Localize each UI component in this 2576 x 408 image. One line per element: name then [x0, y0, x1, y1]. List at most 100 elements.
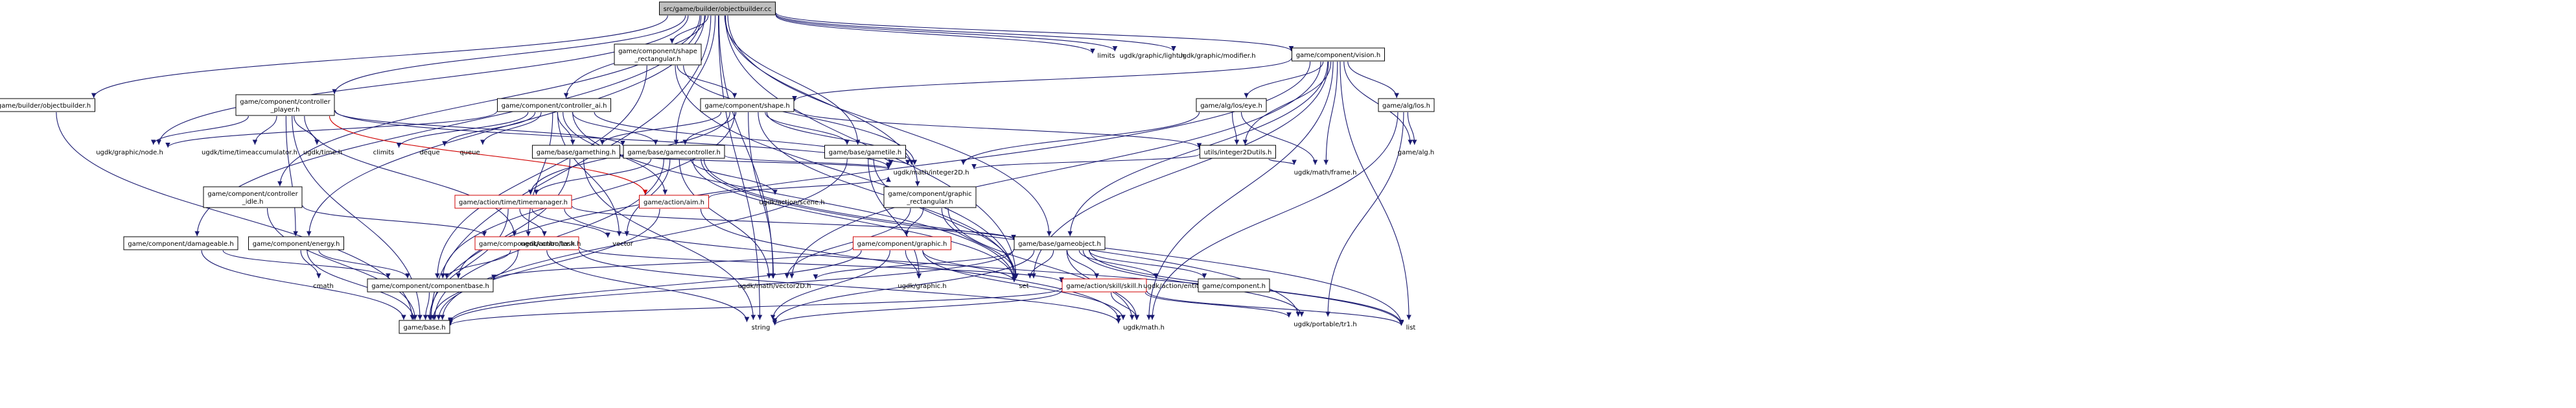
node-box [659, 1, 776, 16]
node-box [700, 98, 795, 112]
graph-node-energy[interactable]: game/component/energy.h [248, 236, 344, 250]
graph-node-controller-h[interactable]: game/component/controller.h [474, 236, 579, 250]
node-box [1378, 98, 1435, 112]
node-label: _rectangular.h [906, 198, 953, 206]
node-label: limits [1097, 53, 1115, 60]
edge-controller-h-to-compbase [444, 250, 511, 279]
graph-node-skill-h[interactable]: game/action/skill/skill.h [1062, 278, 1147, 293]
node-label: ugdk/action/scene.h [759, 199, 824, 206]
graph-node-ctrl-idle[interactable]: game/component/controller_idle.h [203, 186, 303, 208]
graph-node-list: list [1406, 324, 1416, 331]
graph-node-compbase[interactable]: game/component/componentbase.h [367, 278, 494, 293]
graph-node-int2dutils[interactable]: utils/integer2Dutils.h [1200, 145, 1276, 159]
graph-node-gametile[interactable]: game/base/gametile.h [824, 145, 906, 159]
node-label: game/action/aim.h [644, 199, 704, 206]
edge-los-h-to-tr1-h [1325, 112, 1404, 317]
graph-node-aim-h[interactable]: game/action/aim.h [639, 195, 709, 209]
graph-node-damageable[interactable]: game/component/damageable.h [123, 236, 238, 250]
node-label: ugdk/math/frame.h [1294, 169, 1357, 176]
node-label: deque [419, 149, 439, 156]
edge-ctrl-player-to-aim-h [329, 115, 648, 195]
node-label: game/action/time/timemanager.h [459, 199, 568, 206]
graph-node-gamectrl[interactable]: game/base/gamecontroller.h [623, 145, 725, 159]
graph-node-vision[interactable]: game/component/vision.h [1292, 47, 1385, 62]
node-label: game/alg/los.h [1382, 102, 1430, 110]
graph-node-comp-h[interactable]: game/component.h [1198, 278, 1270, 293]
edge-vision-to-alg-h [1343, 61, 1413, 145]
node-label: ugdk/math.h [1123, 324, 1165, 331]
edge-gametile-to-int2d [888, 158, 911, 165]
node-label: cmath [313, 283, 334, 290]
node-label: ugdk/graphic/modifier.h [1178, 53, 1255, 60]
edge-root-to-shape-rect [669, 15, 709, 44]
node-label: ugdk/time/timeaccumulator.h [202, 149, 297, 156]
edge-ctrl-player-to-time-h [294, 115, 319, 145]
edge-gameobject-to-vector2d [813, 250, 1014, 280]
edge-energy-to-base-h [307, 250, 416, 320]
node-box [1200, 145, 1276, 159]
node-box [853, 236, 951, 250]
node-label: queue [459, 149, 480, 156]
edge-damageable-to-base-h [201, 250, 406, 320]
node-box [474, 236, 579, 250]
node-label: game/base/gametile.h [829, 149, 901, 156]
node-label: vector [612, 241, 634, 248]
node-label: game/component/controller.h [479, 241, 575, 248]
graph-node-light: ugdk/graphic/light.h [1120, 53, 1185, 60]
edge-vision-to-frame-h [1323, 61, 1338, 165]
edge-controller-h-to-skill-h [579, 246, 1064, 283]
node-label: ugdk/graphic/node.h [96, 149, 163, 156]
graph-node-ctrl-player[interactable]: game/component/controller_player.h [235, 94, 335, 116]
graph-node-node-h: ugdk/graphic/node.h [96, 149, 163, 156]
graph-node-gamething[interactable]: game/base/gamething.h [532, 145, 620, 159]
node-box [883, 186, 977, 208]
edge-int2dutils-to-int2d [971, 154, 1200, 170]
node-box [367, 278, 494, 293]
node-box [203, 186, 303, 208]
edge-root-to-ctrl-player [332, 15, 686, 95]
edge-graphic-rect-to-ugdkmath [947, 208, 1135, 320]
edge-root-to-limits [775, 15, 1095, 54]
graph-node-root[interactable]: src/game/builder/objectbuilder.cc [659, 1, 776, 16]
edge-graphic-rect-to-vector2d [784, 208, 911, 279]
edge-ctrl-player-to-timeacc [252, 115, 277, 145]
node-label: climits [373, 149, 395, 156]
node-box [824, 145, 906, 159]
edge-ctrl-ai-to-climits [396, 112, 529, 148]
node-label: game/base/gameobject.h [1018, 241, 1101, 248]
node-box [1062, 278, 1147, 293]
node-label: game/alg/los/eye.h [1200, 102, 1262, 110]
graph-node-ctrl-ai[interactable]: game/component/controller_ai.h [497, 98, 611, 112]
graph-node-graphic-rect[interactable]: game/component/graphic_rectangular.h [883, 186, 977, 208]
edge-gameobject-to-skill-h [1067, 250, 1100, 279]
graph-node-gameobject[interactable]: game/base/gameobject.h [1014, 236, 1106, 250]
graph-node-shape-rect[interactable]: game/component/shape_rectangular.h [614, 43, 702, 66]
graph-node-cmath: cmath [313, 283, 334, 290]
graph-node-shape-h[interactable]: game/component/shape.h [700, 98, 795, 112]
graph-node-deque: deque [419, 149, 439, 156]
node-box [1014, 236, 1106, 250]
edge-gameobject-to-base-h [448, 249, 1014, 324]
edge-controller-h-to-string [546, 250, 750, 322]
edge-shape-rect-to-compbase [435, 65, 647, 279]
graph-node-timemanager[interactable]: game/action/time/timemanager.h [454, 195, 572, 209]
edge-eye-h-to-int2dutils [1231, 112, 1240, 145]
graph-node-graphic-h[interactable]: game/component/graphic.h [853, 236, 951, 250]
graph-node-objbuilder-h[interactable]: game/builder/objectbuilder.h [0, 98, 95, 112]
edge-gameobject-to-comp-h [1088, 250, 1207, 279]
graph-node-los-h[interactable]: game/alg/los.h [1378, 98, 1435, 112]
graph-node-entity-h: ugdk/action/entity.h [1143, 283, 1207, 290]
graph-node-base-h[interactable]: game/base.h [399, 320, 450, 334]
edge-gametile-to-ugdkgraphic [868, 158, 922, 279]
edge-damageable-to-compbase [222, 250, 391, 279]
edge-shape-h-to-gametile [765, 112, 850, 145]
edge-skill-h-to-ugdkmath [1110, 292, 1140, 320]
node-label: string [752, 324, 771, 331]
node-box [497, 98, 611, 112]
edge-los-h-to-ugdkmath [1150, 112, 1398, 320]
node-label: ugdk/portable/tr1.h [1294, 321, 1356, 328]
edge-energy-to-compbase [318, 250, 410, 279]
edge-graphic-h-to-ugdkgraphic [905, 250, 922, 279]
graph-node-eye-h[interactable]: game/alg/los/eye.h [1196, 98, 1267, 112]
edge-root-to-node-h [156, 15, 689, 145]
